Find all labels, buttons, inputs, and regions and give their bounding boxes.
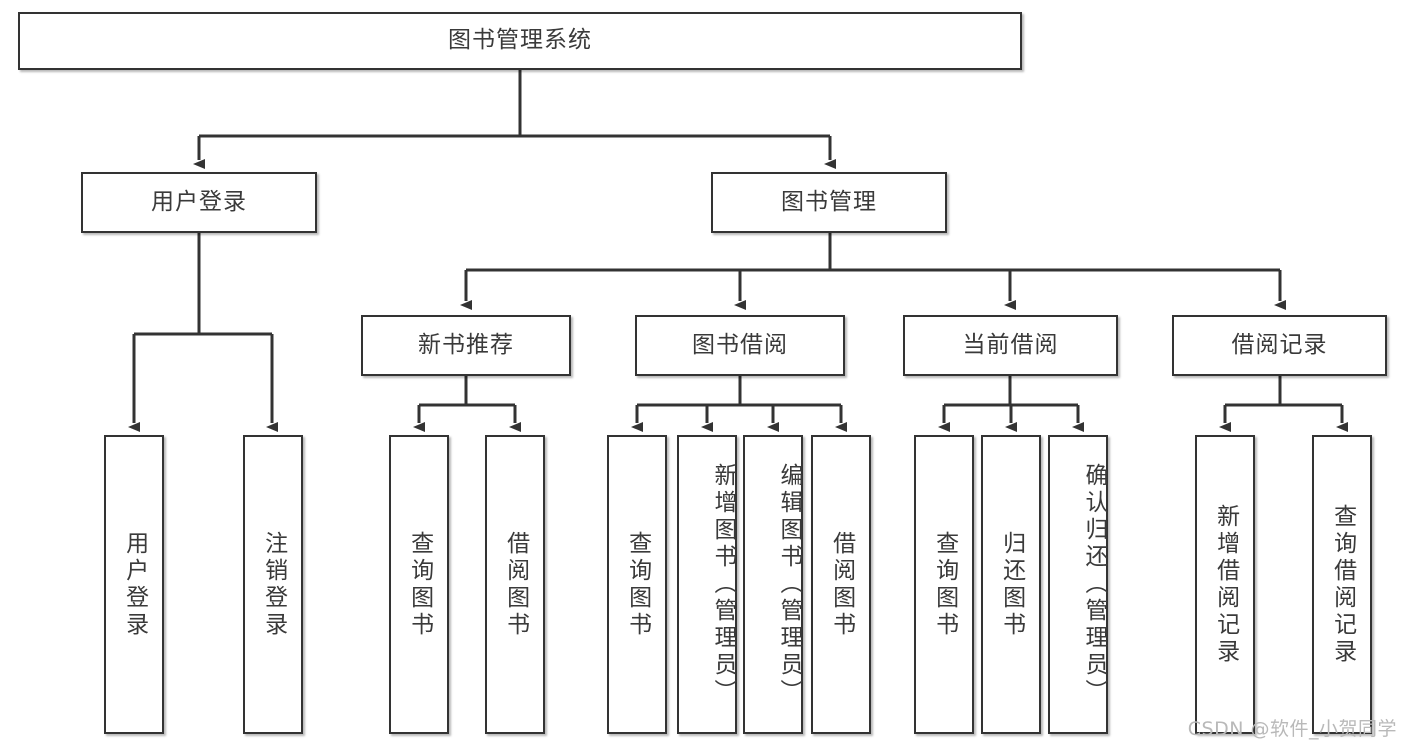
node-label: 查询图书 (406, 530, 433, 639)
node-label: 查询图书 (624, 530, 651, 639)
csdn-watermark: CSDN @软件_小贺同学 (1187, 718, 1397, 740)
node-book-borrow[interactable]: 图书借阅 (635, 315, 845, 376)
node-label: 确认归还（管理员） (1081, 463, 1107, 706)
node-borrow-record[interactable]: 借阅记录 (1172, 315, 1387, 376)
node-label: 新增图书（管理员） (710, 463, 736, 706)
node-label: 归还图书 (998, 530, 1025, 639)
node-label: 借阅图书 (502, 530, 529, 639)
leaf-current-query-book[interactable]: 查询图书 (914, 435, 974, 734)
node-label: 用户登录 (121, 530, 148, 639)
leaf-record-add-record[interactable]: 新增借阅记录 (1195, 435, 1255, 734)
node-label: 注销登录 (260, 530, 287, 639)
node-book-management[interactable]: 图书管理 (711, 172, 947, 233)
node-label: 借阅记录 (1231, 331, 1328, 358)
node-label: 编辑图书（管理员） (776, 463, 802, 706)
node-label: 用户登录 (151, 188, 247, 215)
leaf-user-login-login[interactable]: 用户登录 (104, 435, 164, 734)
node-root-book-management-system[interactable]: 图书管理系统 (18, 12, 1022, 70)
node-label: 查询借阅记录 (1329, 503, 1356, 666)
leaf-borrow-query-book[interactable]: 查询图书 (607, 435, 667, 734)
leaf-borrow-add-book-admin[interactable]: 新增图书（管理员） (677, 435, 737, 734)
node-label: 图书借阅 (692, 331, 788, 358)
leaf-current-return-book[interactable]: 归还图书 (981, 435, 1041, 734)
leaf-borrow-borrow-book[interactable]: 借阅图书 (811, 435, 871, 734)
node-label: 图书管理 (781, 188, 877, 215)
node-label: 新增借阅记录 (1212, 503, 1239, 666)
leaf-current-confirm-return-admin[interactable]: 确认归还（管理员） (1048, 435, 1108, 734)
leaf-borrow-edit-book-admin[interactable]: 编辑图书（管理员） (743, 435, 803, 734)
node-label: 当前借阅 (962, 331, 1059, 358)
node-label: 新书推荐 (418, 331, 514, 358)
leaf-recommend-borrow-book[interactable]: 借阅图书 (485, 435, 545, 734)
node-label: 图书管理系统 (448, 27, 592, 54)
node-new-book-recommend[interactable]: 新书推荐 (361, 315, 571, 376)
node-user-login[interactable]: 用户登录 (81, 172, 317, 233)
node-label: 借阅图书 (828, 530, 855, 639)
node-current-borrow[interactable]: 当前借阅 (903, 315, 1118, 376)
leaf-recommend-query-book[interactable]: 查询图书 (389, 435, 449, 734)
leaf-record-query-record[interactable]: 查询借阅记录 (1312, 435, 1372, 734)
leaf-user-login-logout[interactable]: 注销登录 (243, 435, 303, 734)
node-label: 查询图书 (931, 530, 958, 639)
